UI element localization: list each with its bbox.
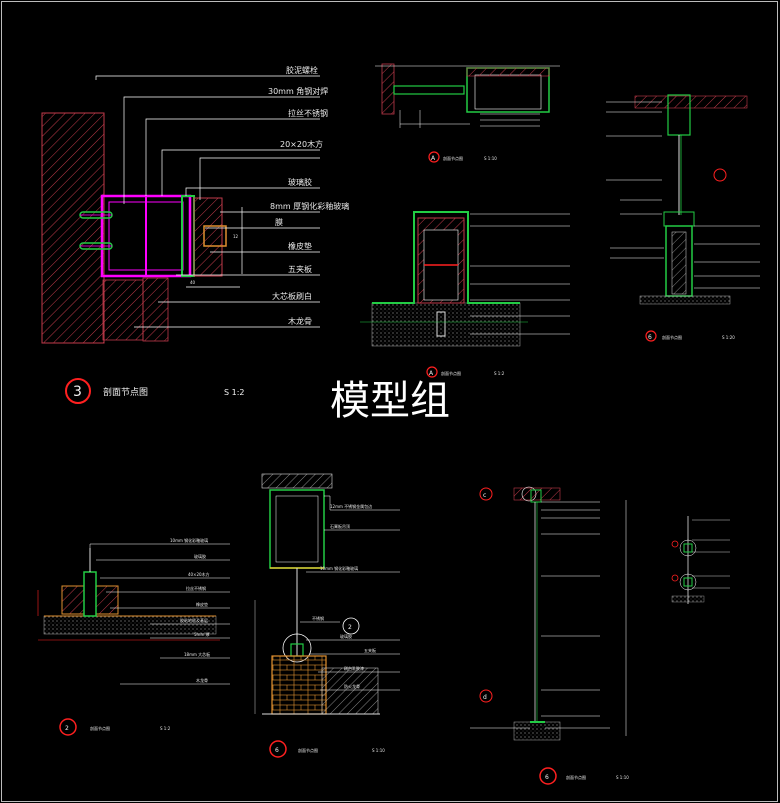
detail-b-right: 6 剖面节点图 S 1:20 [606,94,760,342]
leader-lines [95,75,320,328]
circle-d: d [483,694,487,701]
frame-inner-hatch [102,279,144,341]
detail-scale: S 1:10 [372,748,385,753]
callout-8: 橡皮垫 [288,241,312,251]
callout-9: 木龙骨 [196,677,208,683]
watermark: 模型组 [330,378,450,424]
timber-block [142,277,169,342]
callouts: 12mm 不锈钢金属包边 石膏板吊顶 10mm 钢化彩釉玻璃 不锈钢 玻璃胶 五… [312,503,376,689]
detail-a-mid: A 剖面节点图 S 1:2 [360,211,570,378]
dim-12: 12 [233,234,239,239]
callout-1: 12mm 不锈钢金属包边 [330,503,372,509]
callout-7: 膜 [275,217,283,227]
detail-letter: A [431,155,436,162]
callout-11: 木龙骨 [288,316,312,326]
detail-number: 6 [275,747,279,754]
callouts: 10mm 钢化彩釉玻璃 玻璃胶 40×20木方 拉丝不锈钢 橡皮垫 胶粘地毯及基… [170,537,210,683]
detail-number: 6 [648,334,652,341]
callout-3: 10mm 钢化彩釉玻璃 [320,565,358,571]
callout-3: 拉丝不锈钢 [288,108,328,118]
callout-8: 防火龙骨 [344,683,360,689]
callout-9: 五夹板 [288,264,312,274]
detail-title: 剖面节点图 [662,334,682,340]
detail-number: 3 [73,384,82,400]
callout-6: 8mm 厚钢化彩釉玻璃 [270,201,349,211]
callout-10: 大芯板刷白 [272,291,312,301]
callout-2: 30mm 角钢对焊 [268,86,328,96]
callout-4: 20×20木方 [280,139,323,149]
small-enlarged-detail [671,516,730,604]
detail-scale: S 1:10 [484,156,497,161]
detail-title: 剖面节点图 [566,774,586,780]
detail-title: 剖面节点图 [443,155,463,161]
callout-2: 石膏板吊顶 [330,523,350,529]
glass-panel [193,197,223,277]
detail-scale: S 1:2 [160,726,171,731]
callouts: 胶泥螺栓 30mm 角钢对焊 拉丝不锈钢 20×20木方 玻璃胶 8mm 厚钢化… [268,65,349,326]
detail-a-top: A 剖面节点图 S 1:10 [375,63,560,163]
callout-7: 5mm 厚 [194,632,210,637]
detail-scale: S 1:2 [494,371,505,376]
circle-c: c [483,492,486,499]
detail-number: 6 [545,774,549,781]
detail-marker [65,378,91,404]
anchor-bolts [79,211,113,250]
callout-6: 五夹板 [364,647,376,653]
callout-6: 胶粘地毯及基层 [180,617,208,623]
callout-1: 10mm 钢化彩釉玻璃 [170,537,208,543]
wall-hatch [41,112,105,344]
detail-scale: S 1:2 [224,388,245,397]
detail-letter: A [429,370,434,377]
detail-3: 12 40 胶泥螺栓 30mm 角钢对焊 拉丝不锈钢 20×20木方 玻璃胶 8… [41,65,349,404]
detail-6a: 2 12mm 不锈钢金属包边 石膏板吊顶 10mm 钢化彩釉玻璃 不锈钢 玻璃胶… [254,473,400,758]
detail-2: 10mm 钢化彩釉玻璃 玻璃胶 40×20木方 拉丝不锈钢 橡皮垫 胶粘地毯及基… [37,537,230,736]
detail-title: 剖面节点图 [90,725,110,731]
callout-5: 玻璃胶 [340,633,352,639]
detail-scale: S 1:10 [616,775,629,780]
callout-7: 刷白乳胶漆 [344,665,364,671]
detail-title: 剖面节点图 [441,370,461,376]
detail-6b: c d 6 剖面节点图 S 1:10 [470,486,629,785]
callout-4: 拉丝不锈钢 [186,585,206,591]
detail-scale: S 1:20 [722,335,735,340]
green-gasket [181,195,195,277]
dim-40: 40 [190,280,196,285]
callout-5: 玻璃胶 [288,177,312,187]
callout-4: 不锈钢 [312,615,324,621]
callout-8: 18mm 大芯板 [184,651,210,657]
detail-title: 剖面节点图 [298,747,318,753]
callout-2: 玻璃胶 [194,553,206,559]
detail-title: 剖面节点图 [103,386,148,398]
callout-1: 胶泥螺栓 [286,65,318,75]
callout-5: 橡皮垫 [196,601,208,607]
callout-circle: 2 [348,624,352,631]
callout-3: 40×20木方 [188,571,210,577]
detail-number: 2 [65,725,69,732]
